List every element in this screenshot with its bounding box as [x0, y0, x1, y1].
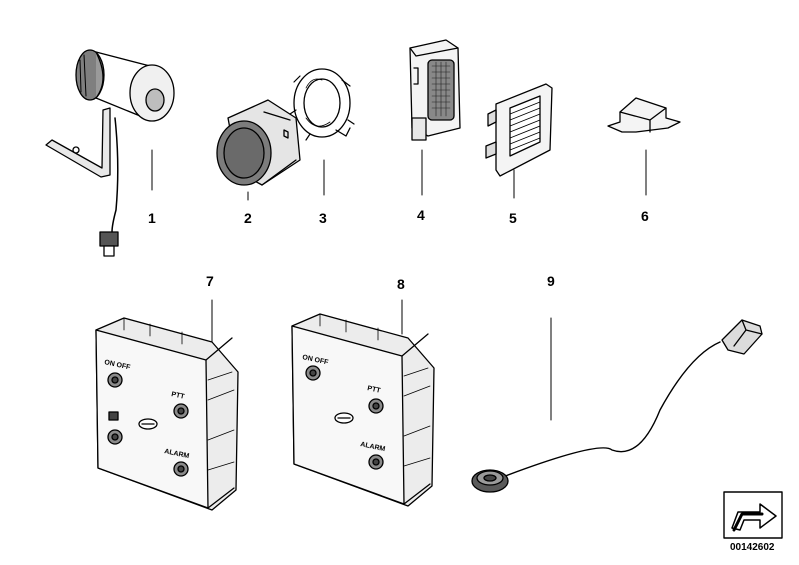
control-panel-icon — [95, 317, 239, 511]
callout-1: 1 — [148, 210, 156, 226]
horn-icon — [45, 49, 175, 257]
callout-2: 2 — [244, 210, 252, 226]
callout-4: 4 — [417, 207, 425, 223]
callout-9: 9 — [547, 273, 555, 289]
leader-lines — [151, 149, 647, 421]
ring-nut-icon — [289, 68, 355, 141]
callout-8: 8 — [397, 276, 405, 292]
next-page-arrow-icon — [723, 491, 783, 539]
panel-left-ptt-label: PTT — [171, 391, 186, 401]
control-panel-icon — [291, 313, 435, 507]
clip-connector-icon — [409, 39, 461, 141]
document-id: 00142602 — [730, 542, 775, 553]
callout-6: 6 — [641, 208, 649, 224]
callout-3: 3 — [319, 210, 327, 226]
mount-block-icon — [607, 97, 681, 133]
callout-7: 7 — [206, 273, 214, 289]
callout-5: 5 — [509, 210, 517, 226]
microphone-cable-icon — [471, 319, 763, 493]
grille-icon — [485, 83, 553, 177]
panel-right-ptt-label: PTT — [367, 385, 382, 395]
grommet-icon — [216, 99, 301, 186]
